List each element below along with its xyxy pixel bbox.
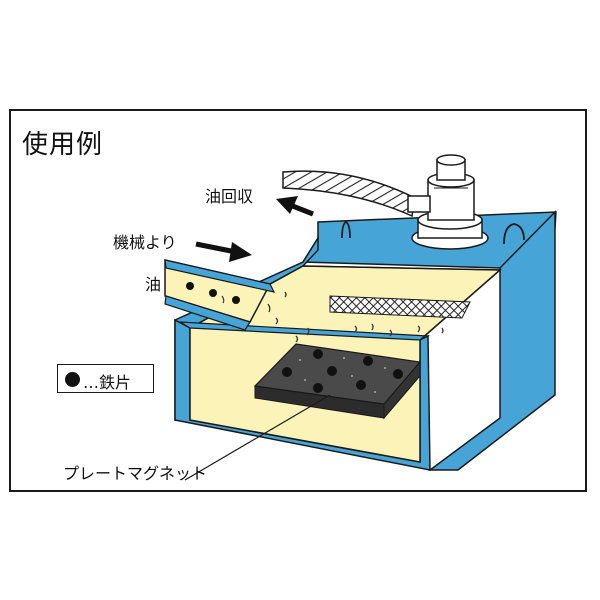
legend: …鉄片 <box>57 364 154 393</box>
legend-label: …鉄片 <box>83 373 132 392</box>
falling-chips <box>267 291 444 343</box>
pump <box>407 154 489 250</box>
iron-chips-on-magnet <box>282 349 403 393</box>
figure-title: 使用例 <box>22 130 104 160</box>
oil-return-label: 油回収 <box>205 187 254 206</box>
tank-handle-left <box>341 220 351 239</box>
leader-line <box>184 394 331 481</box>
mesh-filter <box>329 295 471 319</box>
chute-chips <box>186 282 240 304</box>
plate-magnet-label: プレートマグネット <box>63 464 208 483</box>
from-machine-label: 機械より <box>113 233 177 252</box>
arrow-from-machine <box>195 241 252 262</box>
oil-label: 油 <box>145 275 162 294</box>
plate-magnet <box>253 343 422 405</box>
arrow-oil-return <box>276 196 314 217</box>
iron-chip-marker-icon <box>65 372 80 387</box>
return-hose <box>282 170 416 218</box>
tank-handle-right <box>503 223 525 245</box>
